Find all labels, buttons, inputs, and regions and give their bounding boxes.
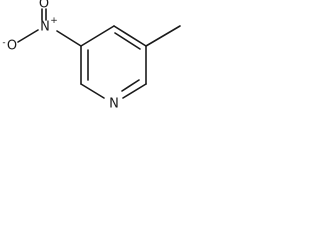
nitro-bond: [56, 30, 82, 47]
ring-bond-c5-c6: [80, 25, 115, 47]
nitro-nitrogen-label: N: [40, 20, 50, 35]
nitro-single-bond: [17, 29, 39, 43]
nitro-oxygen-single-label: O: [7, 39, 17, 54]
chemical-structure: N N + O O -: [2, 0, 181, 112]
ring-bond-c1-c2: [113, 25, 147, 47]
ring-nitrogen-label: N: [109, 97, 119, 112]
nitro-oxygen-double-label: O: [39, 0, 49, 12]
nitro-oxygen-single-charge: -: [2, 38, 5, 48]
ring-bond-c1-c2-inner: [114, 32, 141, 50]
ring-bond-c3-n: [122, 83, 147, 99]
ring-bond-c3-n-inner: [121, 79, 140, 92]
ring-bond-n-c4: [80, 83, 105, 99]
nitro-nitrogen-charge: +: [50, 16, 58, 26]
methyl-bond: [145, 25, 181, 47]
